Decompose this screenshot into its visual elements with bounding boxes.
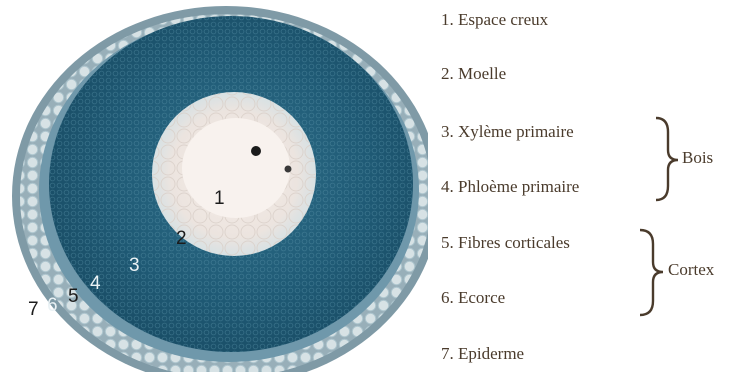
legend-item-6: 6. Ecorce	[441, 288, 505, 308]
legend-item-3: 3. Xylème primaire	[441, 122, 574, 142]
legend-item-5: 5. Fibres corticales	[441, 233, 570, 253]
label-number-1: 1	[214, 188, 225, 209]
cortex-bracket	[640, 230, 663, 315]
group-label-bois: Bois	[682, 148, 713, 168]
legend-item-4: 4. Phloème primaire	[441, 177, 579, 197]
legend-item-7: 7. Epiderme	[441, 344, 524, 364]
micrograph-photo: 1 2 3 4 5 6 7	[0, 0, 440, 372]
label-number-3: 3	[129, 255, 140, 276]
legend-item-1: 1. Espace creux	[441, 10, 548, 30]
hollow-space	[182, 118, 290, 218]
label-number-6: 6	[47, 295, 58, 316]
label-number-4: 4	[90, 273, 101, 294]
group-label-cortex: Cortex	[668, 260, 714, 280]
label-number-5: 5	[68, 286, 79, 307]
label-number-7: 7	[28, 299, 39, 320]
legend-item-2: 2. Moelle	[441, 64, 506, 84]
label-number-2: 2	[176, 228, 187, 249]
bois-bracket	[656, 118, 678, 200]
